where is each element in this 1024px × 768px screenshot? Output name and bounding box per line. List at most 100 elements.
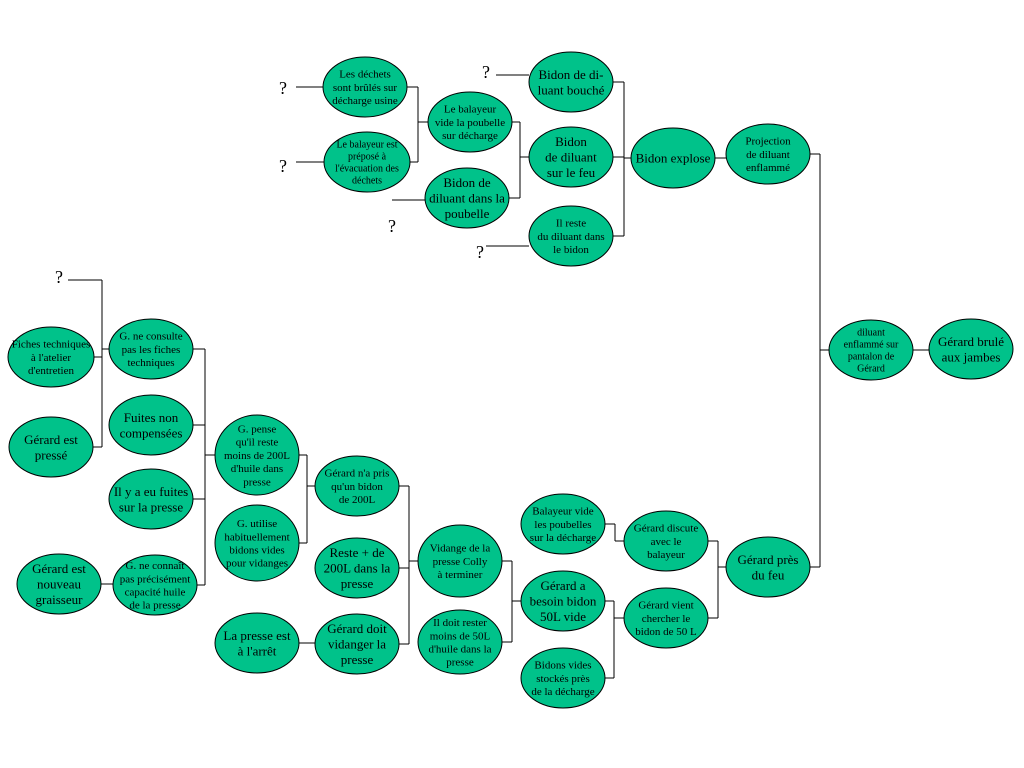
node-label-line: Gérard discute: [634, 523, 699, 535]
node-label-line: Gérard brulé: [938, 334, 1004, 349]
node-label-line: Fiches techniques: [12, 339, 91, 351]
node-ellipse: [214, 504, 300, 582]
node-label-line: de la presse: [129, 600, 180, 612]
node-label-line: Gérard n'a pris: [325, 468, 390, 480]
node-label-line: compensées: [120, 425, 183, 440]
node-label-line: balayeur: [647, 549, 685, 561]
node-label-line: habituellement: [224, 531, 289, 543]
question-mark: ?: [482, 62, 490, 82]
node-label-line: Gérard vient: [638, 600, 693, 612]
node-label-line: La presse est: [223, 628, 291, 643]
node-label-line: presse: [341, 652, 374, 667]
node-label-line: de 200L: [339, 494, 376, 506]
node-label-line: Reste + de: [330, 545, 385, 560]
node-label-line: poubelle: [445, 206, 490, 221]
node-label-line: G. utilise: [237, 518, 277, 530]
node-ellipse: [108, 394, 194, 456]
node-ellipse: [214, 612, 300, 674]
node-label-line: sur la décharge: [530, 532, 596, 544]
node-label-line: sur la presse: [119, 499, 183, 514]
node-ellipse: [630, 127, 716, 189]
node-ellipse: [108, 318, 194, 380]
node-ellipse: [828, 319, 914, 381]
node-label-line: vidanger la: [328, 637, 386, 652]
node-label-line: sur le feu: [547, 165, 596, 180]
node-ellipse: [623, 510, 709, 572]
node-label-line: Il reste: [556, 218, 586, 230]
node-ellipse: [528, 205, 614, 267]
node-label-line: de la décharge: [531, 686, 594, 698]
node-ellipse: [528, 126, 614, 188]
node-ellipse: [7, 326, 95, 388]
node-label-line: décharge usine: [332, 95, 398, 107]
node-label-line: G. pense: [238, 423, 277, 435]
node-bidon-explose: Bidon explose: [630, 127, 716, 189]
node-ellipse: [112, 554, 198, 616]
node-label-line: les poubelles: [534, 519, 591, 531]
node-ellipse: [108, 468, 194, 530]
node-label-line: nouveau: [37, 577, 82, 592]
node-ellipse: [427, 91, 513, 153]
node-label-line: pour vidanges: [226, 558, 288, 570]
node-label-line: moins de 200L: [224, 450, 290, 462]
node-label-line: capacité huile: [125, 586, 186, 598]
node-label-line: le bidon: [553, 244, 589, 256]
node-label-line: Bidon: [555, 134, 587, 149]
node-label-line: pressé: [35, 447, 68, 462]
node-ellipse: [323, 131, 411, 193]
node-label-line: diluant: [857, 328, 885, 339]
node-ellipse: [725, 536, 811, 598]
node-ellipse: [725, 123, 811, 185]
node-label-line: sur décharge: [442, 130, 498, 142]
node-label-line: Fuites non: [124, 410, 179, 425]
node-label-line: qu'il reste: [236, 437, 279, 449]
node-label-line: pas précisément: [120, 573, 191, 585]
node-ellipse: [322, 56, 408, 118]
node-label-line: stockés près: [536, 673, 589, 685]
node-label-line: pas les fiches: [122, 344, 181, 356]
node-label-line: 200L dans la: [324, 561, 391, 576]
question-mark: ?: [388, 216, 396, 236]
node-label-line: Il doit rester: [433, 617, 487, 629]
node-label-line: Bidons vides: [534, 660, 591, 672]
node-label-line: du diluant dans: [537, 231, 604, 243]
node-label-line: pantalon de: [848, 352, 895, 363]
node-ellipse: [520, 647, 606, 709]
node-label-line: Le balayeur: [444, 104, 497, 116]
node-label-line: Bidon de: [443, 175, 491, 190]
node-label-line: d'huile dans: [231, 463, 283, 475]
node-label-line: d'entretien: [28, 365, 74, 377]
node-label-line: Gérard doit: [327, 621, 387, 636]
node-ellipse: [424, 167, 510, 229]
node-label-line: besoin bidon: [530, 594, 597, 609]
node-label-line: préposé à: [348, 152, 387, 163]
node-label-line: Gérard est: [24, 432, 78, 447]
question-mark: ?: [476, 242, 484, 262]
node-label-line: Gérard: [857, 364, 885, 375]
node-label-line: techniques: [127, 357, 174, 369]
node-label-line: enflammé: [746, 162, 790, 174]
node-ellipse: [417, 524, 503, 598]
node-label-line: Gérard a: [540, 578, 585, 593]
node-label-line: presse: [243, 476, 271, 488]
node-label-line: presse: [341, 576, 374, 591]
node-ellipse: [928, 318, 1014, 380]
